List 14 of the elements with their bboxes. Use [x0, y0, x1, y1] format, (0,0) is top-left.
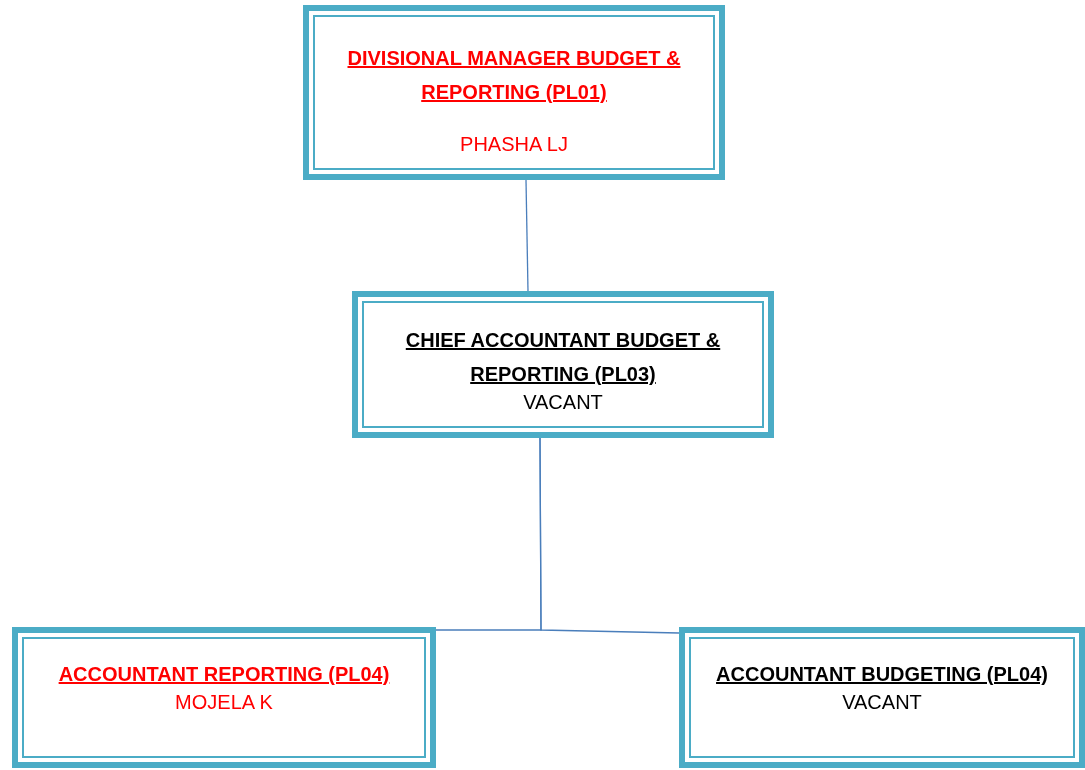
position-box: [12, 627, 436, 768]
position-box: [303, 5, 725, 180]
post-holder-name: MOJELA K: [175, 691, 273, 714]
connector-line: [525, 179, 529, 292]
position-box: [352, 291, 774, 438]
post-holder-name: PHASHA LJ: [460, 133, 568, 156]
position-title: DIVISIONAL MANAGER BUDGET & REPORTING (PL01): [346, 46, 682, 105]
position-title: ACCOUNTANT BUDGETING (PL04): [716, 662, 1048, 687]
post-holder-name: VACANT: [842, 691, 922, 714]
position-box: [679, 627, 1085, 768]
post-holder-name: VACANT: [523, 391, 603, 414]
position-title: ACCOUNTANT REPORTING (PL04): [58, 662, 390, 687]
connector-line: [539, 437, 680, 634]
position-title: CHIEF ACCOUNTANT BUDGET & REPORTING (PL03): [404, 328, 722, 387]
